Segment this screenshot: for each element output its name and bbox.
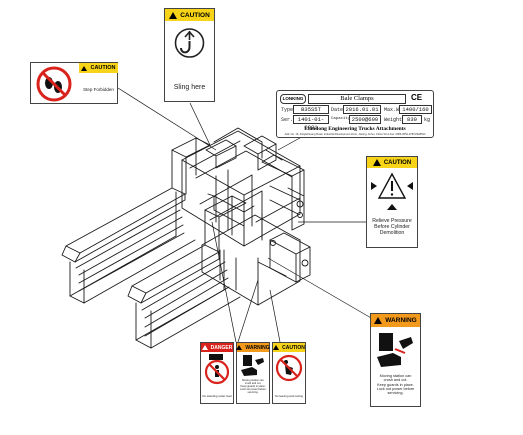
step-forbidden-caption: Step Forbidden	[83, 87, 114, 92]
type-label: Type	[281, 107, 294, 113]
serial-value: 1401-01-0001	[293, 115, 329, 131]
crush-warning-header: WARNING	[371, 314, 420, 327]
sling-here-header: CAUTION	[165, 9, 214, 21]
nameplate-logo: LONKING	[280, 94, 306, 104]
max-value: 1400/160	[399, 105, 432, 114]
step-forbidden-header-text: CAUTION	[90, 65, 116, 71]
carriage-frame	[181, 130, 301, 306]
relieve-pressure-label: CAUTION Relieve Pressure Before Cylinder…	[366, 156, 418, 248]
caption-line-5: servicing.	[387, 391, 404, 396]
bottom-warning-label: WARNING Moving station can crush and cut…	[236, 342, 270, 404]
company-name: Liandong Engineering Trucks Attachments	[304, 126, 406, 132]
caption-line-1: Relieve Pressure	[372, 218, 412, 224]
no-leaning-label: CAUTION No leaning and resting	[272, 342, 306, 404]
rear-clamp-arm	[61, 137, 211, 304]
capacity-label: Capacity	[331, 117, 351, 121]
no-standing-under-load-icon	[204, 354, 230, 385]
danger-label: DANGER Do standing under load	[200, 342, 234, 404]
date-label: Date	[331, 107, 344, 113]
capacity-value: 2500@600	[349, 115, 381, 124]
nameplate-title-text: Bale Clamps	[340, 95, 374, 102]
weight-label: Weight	[384, 117, 403, 123]
caption-line-1: Moving station can	[242, 379, 264, 382]
caption-line-2: crush and cut.	[244, 381, 262, 385]
crush-warning-caption: Moving station can crush and cut. Keep g…	[371, 374, 420, 396]
nameplate-logo-text: LONKING	[282, 96, 304, 101]
bottom-warning-header: WARNING	[236, 343, 270, 352]
pressure-arrows-icon	[371, 172, 413, 210]
danger-header: DANGER	[201, 343, 233, 352]
caption-line-1: Moving station can	[379, 374, 412, 378]
bottom-warning-caption: Moving station can crush and cut. Keep g…	[237, 379, 269, 395]
sling-here-caption: Sling here	[173, 84, 206, 91]
nameplate: LONKING Bale Clamps CE Type B35S5T Date …	[276, 90, 434, 138]
danger-caption: Do standing under load	[202, 394, 232, 398]
caption-line-2: crush and cut.	[383, 378, 408, 383]
warning-triangle-icon	[374, 317, 383, 324]
crush-warning-label: WARNING Moving station can crush and cut…	[370, 313, 421, 407]
danger-header-text: DANGER	[210, 344, 233, 351]
type-value: B35S5T	[293, 105, 329, 114]
no-leaning-header: CAUTION	[273, 343, 305, 352]
serial-label: Ser.	[281, 117, 294, 123]
company-address: Add: No. 18, Panjiazhuang Road, Industri…	[284, 133, 426, 136]
no-leaning-header-text: CAUTION	[282, 344, 305, 351]
step-forbidden-label: CAUTION Step Forbidden	[30, 62, 118, 104]
warning-triangle-icon	[81, 65, 88, 71]
caption-line-4: Lock out power before	[376, 387, 415, 392]
front-clamp-arm	[127, 195, 247, 349]
relieve-pressure-caption: Relieve Pressure Before Cylinder Demolit…	[367, 218, 417, 237]
relieve-pressure-header: CAUTION	[367, 157, 417, 168]
no-leaning-icon	[275, 354, 303, 382]
relieve-pressure-header-text: CAUTION	[383, 159, 412, 166]
warning-triangle-icon	[236, 345, 243, 350]
sling-here-label: CAUTION Sling here	[164, 8, 215, 102]
weight-unit: kg	[424, 117, 431, 123]
leader-lines	[117, 87, 379, 343]
no-leaning-caption: No leaning and resting	[275, 394, 303, 398]
caption-line-4: Lock out power before	[240, 387, 266, 391]
ce-mark: CE	[411, 93, 423, 102]
caption-line-3: Keep guards in place.	[377, 382, 414, 387]
no-stepping-icon	[36, 66, 72, 102]
max-label: Max.W	[384, 107, 400, 113]
hydraulic-cylinder	[207, 193, 255, 227]
nameplate-title: Bale Clamps	[308, 94, 406, 104]
caption-line-2: Before Cylinder	[374, 223, 410, 230]
crush-hand-icon	[377, 333, 413, 367]
caption-line-3: Keep guards in place.	[240, 384, 266, 388]
warning-triangle-icon	[169, 11, 178, 19]
bottom-warning-header-text: WARNING	[245, 344, 270, 351]
crush-hand-icon	[241, 355, 264, 376]
caption-line-5: servicing.	[247, 390, 259, 394]
right-mount-blocks	[257, 154, 311, 283]
hook-icon	[174, 28, 205, 58]
sling-here-header-text: CAUTION	[180, 11, 210, 19]
warning-triangle-icon	[201, 345, 208, 350]
warning-triangle-icon	[273, 345, 280, 350]
date-value: 2016.01.01	[343, 105, 381, 114]
crush-warning-header-text: WARNING	[385, 317, 417, 324]
top-hanger	[205, 127, 283, 171]
weight-value: 830	[402, 115, 422, 124]
warning-triangle-icon	[372, 159, 381, 166]
caption-line-3: Demolition	[379, 229, 405, 236]
step-forbidden-header: CAUTION	[79, 63, 118, 73]
